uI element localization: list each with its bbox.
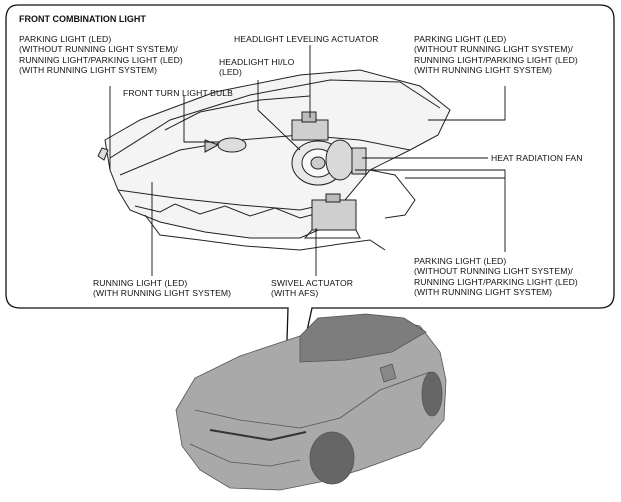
label-headlight-leveling-actuator: HEADLIGHT LEVELING ACTUATOR bbox=[234, 34, 379, 44]
label-headlight-hi-lo: HEADLIGHT HI/LO (LED) bbox=[219, 57, 295, 78]
leader-hilo bbox=[257, 80, 301, 151]
label-swivel-actuator: SWIVEL ACTUATOR (WITH AFS) bbox=[271, 278, 354, 299]
label-running-light: RUNNING LIGHT (LED) (WITH RUNNING LIGHT … bbox=[93, 278, 232, 299]
leader-parking-right-top bbox=[428, 86, 506, 121]
leader-lines bbox=[109, 45, 506, 276]
label-parking-light-right-top: PARKING LIGHT (LED) (WITHOUT RUNNING LIG… bbox=[414, 34, 578, 76]
label-front-turn-light-bulb: FRONT TURN LIGHT BULB bbox=[123, 88, 234, 98]
leader-turn-bulb bbox=[183, 96, 220, 143]
vehicle-illustration bbox=[175, 313, 447, 491]
label-parking-light-right-bottom: PARKING LIGHT (LED) (WITHOUT RUNNING LIG… bbox=[414, 256, 578, 298]
headlight-assembly bbox=[97, 69, 451, 251]
leader-parking-right-bottom-a bbox=[355, 169, 506, 252]
label-parking-light-left: PARKING LIGHT (LED) (WITHOUT RUNNING LIG… bbox=[19, 34, 183, 76]
diagram-title: FRONT COMBINATION LIGHT bbox=[19, 14, 146, 24]
label-heat-radiation-fan: HEAT RADIATION FAN bbox=[491, 153, 583, 163]
